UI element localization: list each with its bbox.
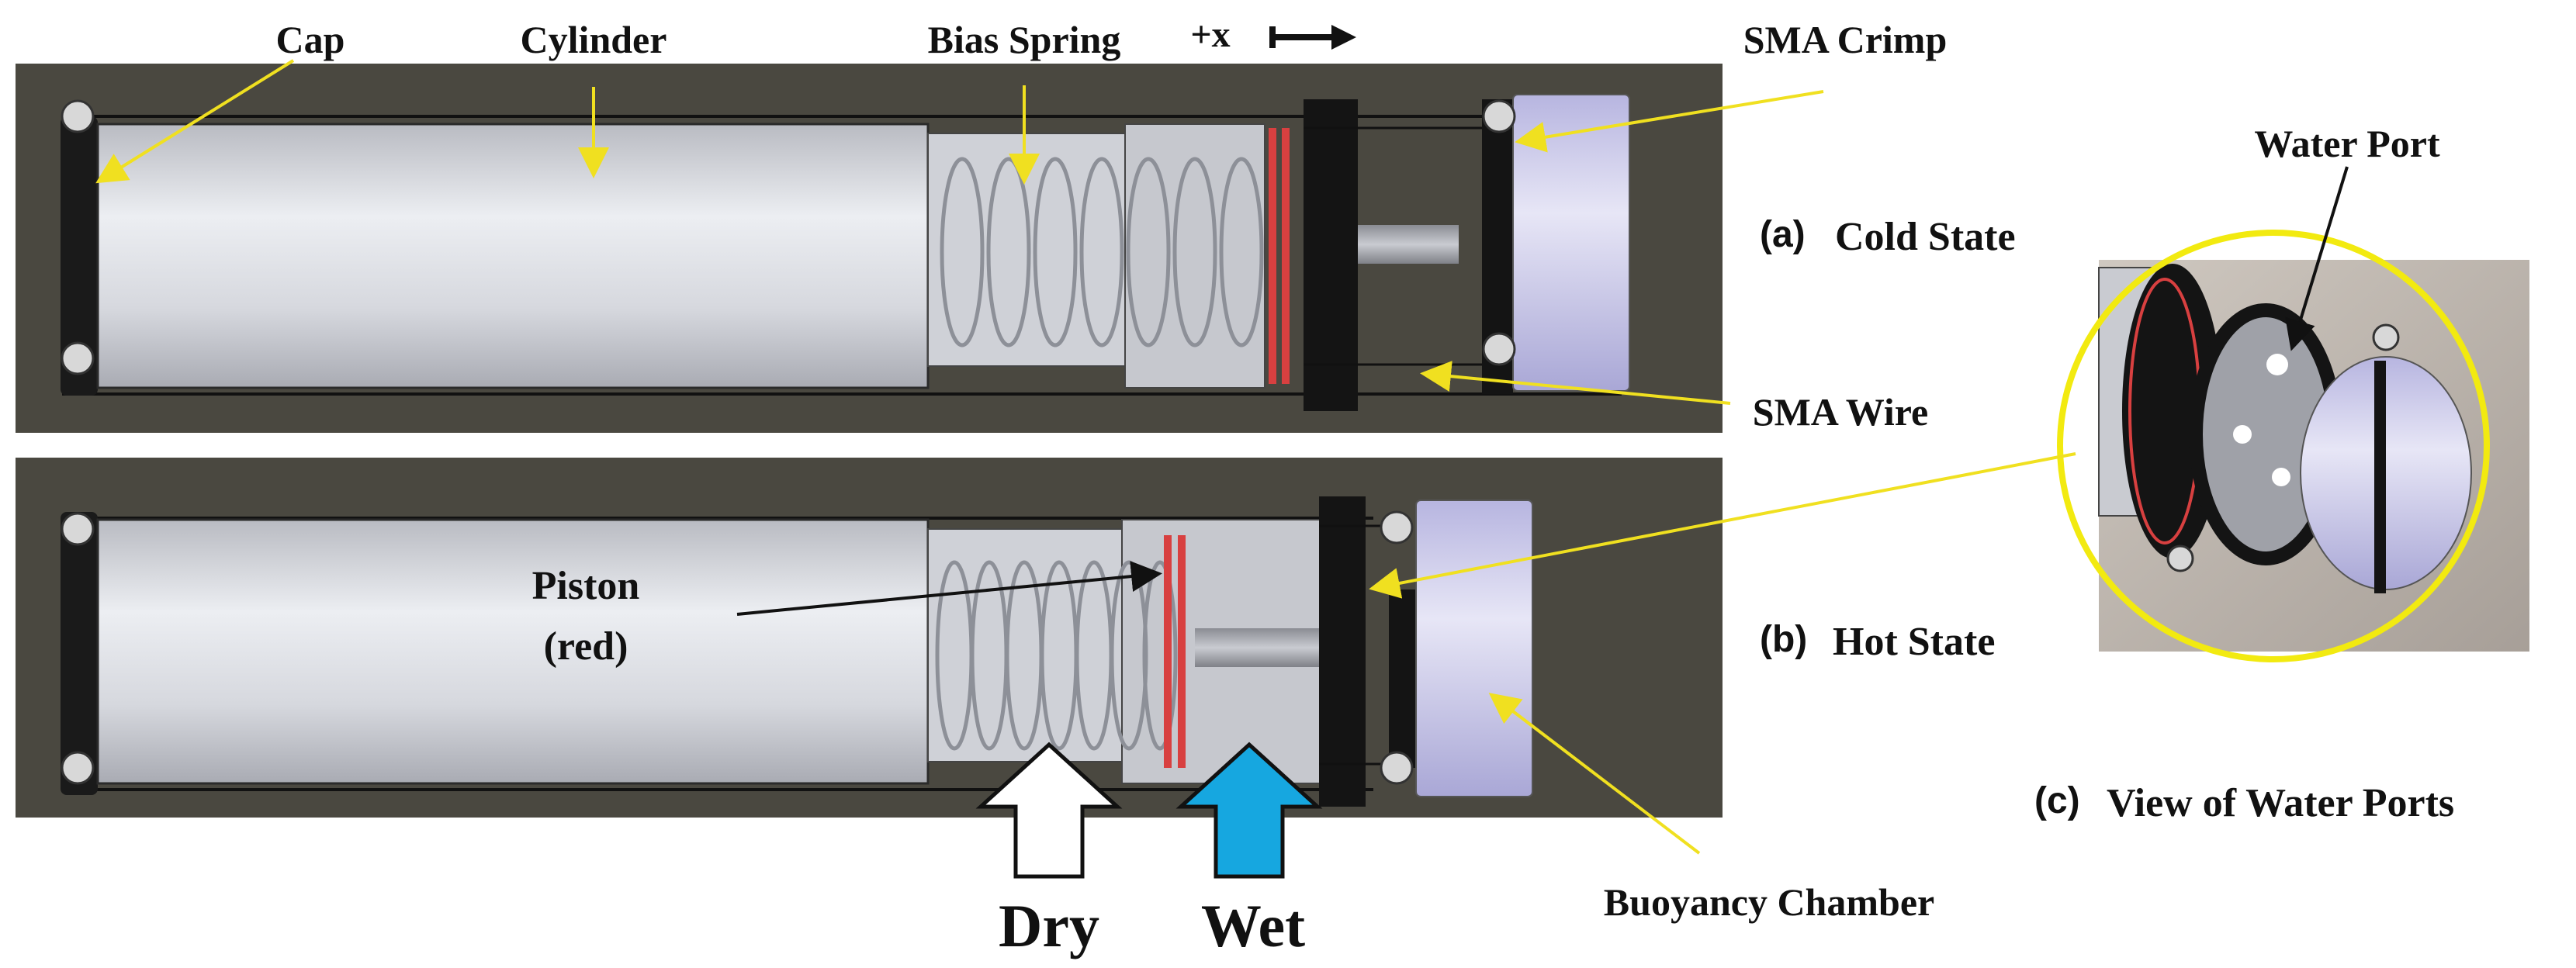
cylinder-label: Cylinder: [521, 18, 667, 61]
crimp-screws: [61, 510, 1414, 785]
caption-c-marker: (c): [2034, 780, 2080, 821]
dry-arrow: [975, 742, 1123, 879]
bias-spring-label: Bias Spring: [928, 18, 1121, 61]
sma-wire-label: SMA Wire: [1753, 390, 1928, 434]
sma-crimp-label: SMA Crimp: [1743, 18, 1948, 61]
plus-x-arrow: [1269, 25, 1356, 50]
caption-a-text: Cold State: [1835, 215, 2016, 259]
caption-b-marker: (b): [1760, 619, 1807, 660]
piston-label-line2: (red): [544, 624, 628, 669]
black-leader-lines: [736, 166, 2349, 616]
caption-c-text: View of Water Ports: [2107, 781, 2454, 825]
dry-label: Dry: [999, 892, 1099, 959]
buoyancy-chamber: [1512, 94, 1630, 392]
plus-x-label: +x: [1190, 14, 1230, 55]
cold-state-panel: [16, 64, 1723, 433]
piston: [1164, 535, 1172, 768]
hot-state-panel: [16, 458, 1723, 818]
buoyancy-chamber: [1415, 500, 1533, 797]
bias-spring: [935, 560, 1178, 751]
piston-label-line1: Piston: [532, 564, 640, 608]
wet-arrow: [1175, 742, 1323, 879]
caption-b-text: Hot State: [1833, 620, 1995, 664]
wet-label: Wet: [1201, 892, 1305, 959]
piston: [1269, 128, 1276, 384]
water-port-label: Water Port: [2254, 122, 2440, 165]
cap-label: Cap: [276, 18, 345, 61]
cylinder: [96, 123, 930, 389]
water-port-view: [2098, 260, 2529, 652]
cylinder: [96, 518, 930, 785]
crimp-screws: [61, 99, 1516, 375]
callout-circle: [2057, 230, 2490, 662]
leader-lines: [95, 59, 2076, 855]
cap: [61, 116, 98, 396]
cap: [61, 512, 98, 795]
buoyancy-chamber-label: Buoyancy Chamber: [1604, 880, 1934, 924]
caption-a-marker: (a): [1760, 214, 1806, 255]
water-port: [2266, 354, 2288, 375]
